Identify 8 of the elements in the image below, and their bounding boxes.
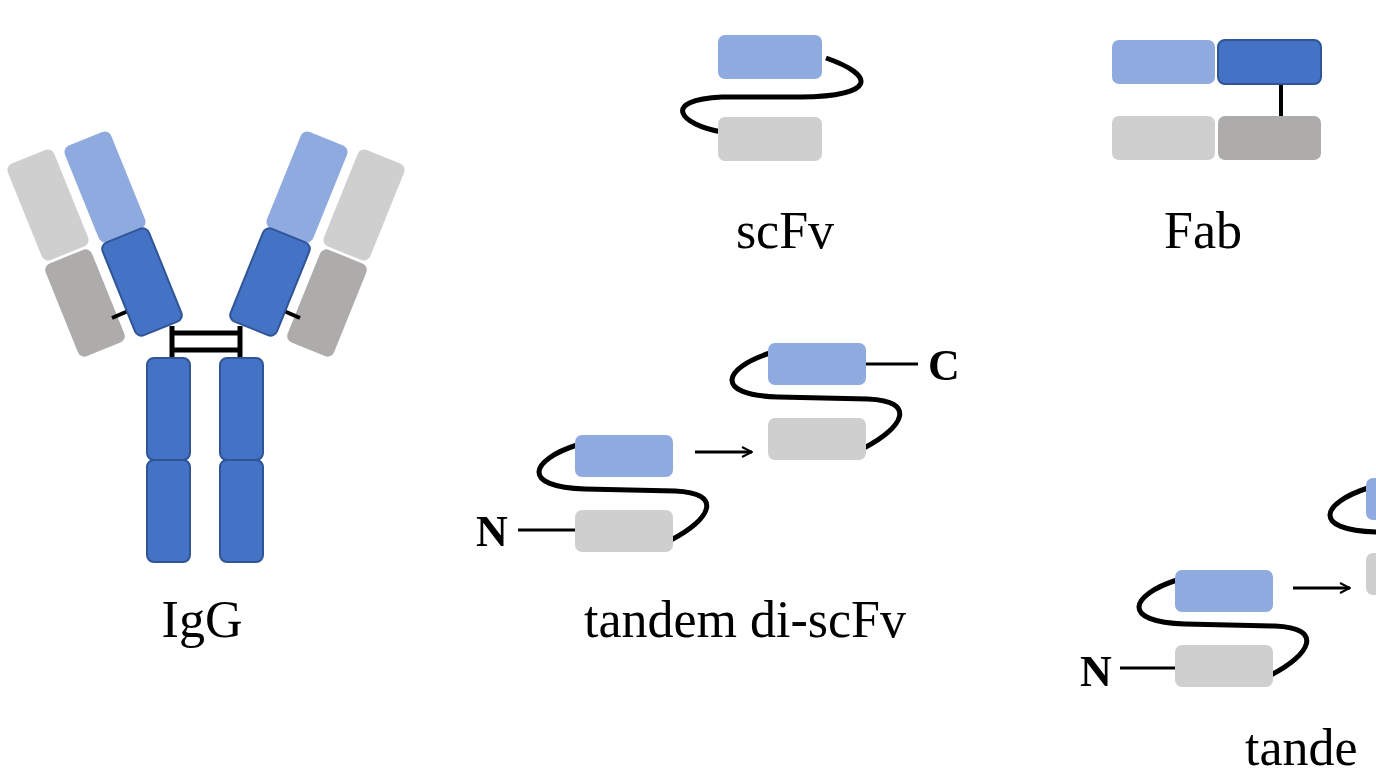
format-name: Fab xyxy=(1164,205,1242,257)
format-name: scFv xyxy=(735,205,835,257)
terminus-label: N xyxy=(476,510,508,554)
terminus-label: N xyxy=(1080,650,1112,694)
format-name: IgG xyxy=(161,594,243,646)
format-name: tande xyxy=(1245,722,1358,774)
format-name: tandem di-scFv xyxy=(583,594,907,646)
terminus-label: C xyxy=(928,344,960,388)
